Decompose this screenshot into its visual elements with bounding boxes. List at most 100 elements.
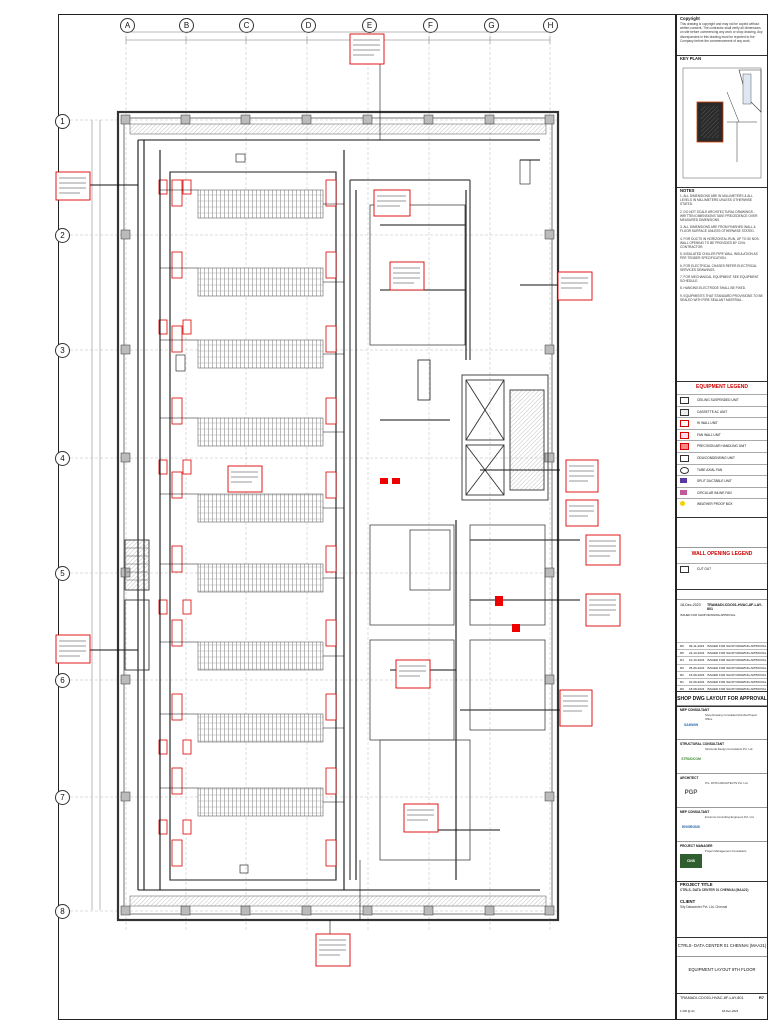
company-text: Environs Consulting Engineers Pvt. Ltd. [705, 815, 755, 819]
approval-stamp-block: SHOP DWG LAYOUT FOR APPROVAL [677, 691, 767, 707]
drawing-title: CTRLS- DATA CENTER 01 CHENNAI (MAA21) [677, 943, 767, 948]
rev-date: 01-09-2023 [689, 679, 705, 684]
cassette-unit-symbol-icon [680, 408, 689, 416]
company-role: ARCHITECT [680, 776, 699, 780]
legend-row: CASSETTE AC UNIT [677, 405, 767, 418]
legend-label: CASSETTE AC UNIT [697, 409, 728, 414]
legend-label: CEILING SUSPENDED UNIT [697, 398, 739, 402]
tube-axial-fan-symbol-icon [680, 466, 689, 474]
rev-desc: ISSUED FOR SHOP DRAWING APPROVAL [707, 665, 767, 670]
company-role: STRUCTURAL CONSULTANT [680, 742, 725, 746]
legend-row: HI WALL UNIT [677, 417, 767, 429]
company-logo: PGP [684, 790, 698, 796]
hi-wall-unit-symbol-icon [680, 420, 689, 428]
note-5: 5. INSULATED CHILLER PIPE WALL INSULATIO… [680, 252, 758, 261]
client-label: CLIENT [680, 899, 696, 905]
rev-desc: ISSUED FOR SHOP DRAWING APPROVAL [707, 687, 767, 692]
drawing-frame [58, 14, 676, 1020]
project-block: PROJECT TITLE CTRLS- DATA CENTER 01 CHEN… [677, 881, 767, 938]
legend-row: TUBE AXIAL FAN [677, 463, 767, 476]
revision-drawing-number: TRAMADI-CDO01-HVAC-8F-LAY-801 [707, 603, 763, 611]
fan-wall-unit-symbol-icon [680, 431, 689, 439]
notes-block: NOTES 1. ALL DIMENSIONS ARE IN MILLIMETE… [677, 187, 767, 382]
legend-row: CUT OUT [677, 563, 767, 575]
project-title-label: PROJECT TITLE [680, 882, 713, 887]
copyright-heading: Copyright [680, 16, 700, 21]
grid-row-2: 2 [55, 228, 70, 243]
grid-col-c: C [239, 18, 254, 33]
rev-desc: ISSUED FOR SHOP DRAWING APPROVAL [707, 658, 767, 663]
drawing-number-block: TRAMADI-CDO01-HVAC-8F-LAY-801 R7 1:200 @… [677, 993, 767, 1019]
company-logo: SAMWIN [683, 723, 699, 727]
legend-label: SPLIT DUCTABLE UNIT [697, 479, 732, 484]
grid-col-f: F [423, 18, 438, 33]
companies-block: MEP CONSULTANT SAMWIN Shop Drawing Consu… [677, 705, 767, 882]
legend-row: CIRCULAR INLINE FAN [677, 486, 767, 499]
title-block: Copyright This drawing is copyright and … [676, 14, 768, 1020]
rev-date: 15-09-2023 [689, 672, 705, 677]
grid-row-7: 7 [55, 790, 70, 805]
note-7: 7. FOR MECHANICAL EQUIPMENT SEE EQUIPMEN… [680, 275, 759, 284]
rev-date: 10-10-2023 [689, 658, 705, 663]
grid-row-8: 8 [55, 904, 70, 919]
split-ductable-symbol-icon [680, 478, 687, 484]
company-role: PROJECT MANAGER [680, 844, 713, 848]
rev-date: 22-10-2023 [689, 651, 705, 656]
note-4: 4. FOR DUCTS IN HORIZONTAL RUN, UP TO 50… [680, 236, 760, 250]
key-plan-block: KEY PLAN [677, 55, 767, 188]
rev-number: R0 [680, 687, 684, 692]
approval-stamp: SHOP DWG LAYOUT FOR APPROVAL [677, 696, 767, 702]
rev-desc: ISSUED FOR SHOP DRAWING APPROVAL [707, 651, 767, 656]
grid-row-1: 1 [55, 114, 70, 129]
key-plan-diagram [682, 67, 762, 179]
weather-box-symbol-icon [680, 501, 685, 507]
odu-symbol-icon [680, 454, 689, 462]
drawing-subtitle: EQUIPMENT LAYOUT 8TH FLOOR [677, 956, 767, 972]
revision-date: 18-Dec-2023 [680, 603, 701, 607]
legend-row: FAN WALL UNIT [677, 428, 767, 441]
company-logo: STRUDCOM [681, 757, 701, 761]
note-1: 1. ALL DIMENSIONS ARE IN MILLIMETERS & A… [680, 194, 753, 207]
scale: 1:200 @ A1 [680, 1009, 695, 1013]
drawing-title-block: CTRLS- DATA CENTER 01 CHENNAI (MAA21) EQ… [677, 937, 767, 994]
grid-row-6: 6 [55, 673, 70, 688]
legend-label: TUBE AXIAL FAN [697, 467, 723, 472]
rev-date: 09-11-2023 [689, 644, 705, 648]
rev-number: R4 [680, 658, 684, 663]
company-role: MEP CONSULTANT [680, 810, 710, 814]
grid-col-a: A [120, 18, 135, 33]
grid-row-4: 4 [55, 451, 70, 466]
company-block: MEP CONSULTANT SAMWIN Shop Drawing Consu… [677, 705, 767, 739]
rev-desc: ISSUED FOR SHOP DRAWING APPROVAL [707, 679, 767, 684]
legend-label: PRECISION AIR HANDLING UNIT [697, 444, 747, 449]
rev-date: 18-08-2023 [689, 687, 705, 692]
pahu-symbol-icon [680, 443, 689, 451]
company-block: PROJECT MANAGER CINS Project Management … [677, 841, 767, 875]
legend-label: CIRCULAR INLINE FAN [697, 490, 732, 495]
project-title: CTRLS- DATA CENTER 01 CHENNAI (MAA21) [680, 888, 749, 892]
company-text: Shop Drawing Consultant Mumbai Project O… [705, 713, 757, 721]
legend-label: HI WALL UNIT [697, 421, 718, 426]
copyright-text: This drawing is copyright and may not be… [680, 22, 763, 43]
rev-number: R3 [680, 665, 684, 670]
company-text: P.G. PATKI ARCHITECTS Pvt. Ltd. [705, 781, 749, 785]
copyright-block: Copyright This drawing is copyright and … [677, 15, 767, 56]
company-block: ARCHITECT PGP P.G. PATKI ARCHITECTS Pvt.… [677, 773, 767, 807]
grid-col-g: G [484, 18, 499, 33]
legend-row: PRECISION AIR HANDLING UNIT [677, 440, 767, 452]
rev-number: R5 [680, 651, 684, 656]
company-logo: CINS [680, 854, 702, 868]
grid-col-e: E [362, 18, 377, 33]
note-8: 8. HANGING ELECTRODE SHALL BE FIXED. [680, 286, 746, 291]
rev-date: 25-09-2023 [689, 665, 705, 670]
drawing-number: TRAMADI-CDO01-HVAC-8F-LAY-801 [680, 996, 744, 1000]
wall-opening-legend: WALL OPENING LEGEND CUT OUT [677, 517, 767, 590]
equipment-legend: EQUIPMENT LEGEND CEILING SUSPENDED UNIT … [677, 381, 767, 518]
notes-heading: NOTES [680, 188, 695, 193]
note-2: 2. DO NOT SCALE ARCHITECTURAL DRAWINGS -… [680, 209, 758, 223]
rev-number: R2 [680, 672, 684, 677]
